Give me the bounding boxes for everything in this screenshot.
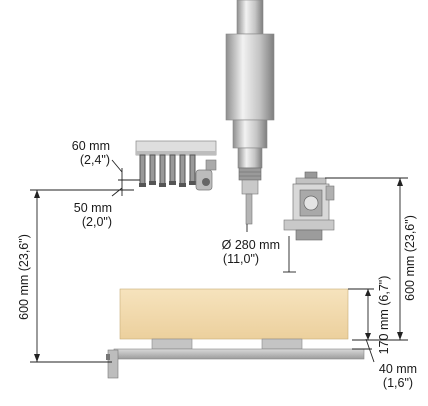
clamp-height-mm: 40 mm bbox=[378, 362, 418, 376]
tool-diameter-mm: Ø 280 mm bbox=[221, 238, 280, 252]
working-height-right-label: 600 mm (23,6") bbox=[403, 215, 417, 301]
drilling-unit bbox=[283, 171, 335, 241]
tool-diameter-inch: (11,0") bbox=[222, 252, 260, 267]
clamp-height-inch: (1,6") bbox=[382, 376, 414, 391]
workpiece bbox=[106, 288, 365, 379]
gripper-length-inch: (2,4") bbox=[79, 153, 110, 168]
spindle bbox=[225, 0, 275, 225]
gripper-width-inch: (2,0") bbox=[81, 215, 112, 230]
gripper-length-mm: 60 mm bbox=[71, 139, 110, 153]
workpiece-thickness-label: 170 mm (6,7") bbox=[377, 275, 391, 355]
tool-diameter-label: Ø 280 mm (11,0") bbox=[192, 238, 280, 267]
gripper-length-label: 60 mm (2,4") bbox=[62, 139, 110, 168]
gripper-width-label: 50 mm (2,0") bbox=[60, 201, 112, 230]
working-height-left-label: 600 mm (23,6") bbox=[17, 234, 31, 320]
gripper-bank bbox=[135, 140, 217, 191]
gripper-width-mm: 50 mm bbox=[73, 201, 112, 215]
dimension-arrows bbox=[34, 178, 403, 362]
clamp-height-label: 40 mm (1,6") bbox=[372, 362, 424, 391]
dimension-lines bbox=[30, 159, 408, 363]
